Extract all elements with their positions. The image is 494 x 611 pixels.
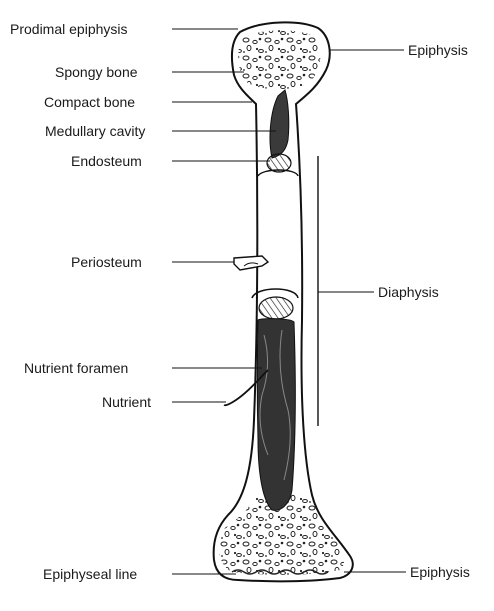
label-spongy-bone: Spongy bone [55, 64, 138, 80]
endosteum-lower [259, 297, 293, 319]
label-periosteum: Periosteum [71, 254, 142, 270]
label-epiphyseal-line: Epiphyseal line [43, 566, 137, 582]
medullary-cavity-lower [257, 319, 295, 511]
label-nutrient: Nutrient [102, 394, 151, 410]
endosteum-disc [267, 154, 291, 172]
label-compact-bone: Compact bone [44, 94, 135, 110]
label-nutrient-foramen: Nutrient foramen [24, 360, 128, 376]
label-medullary-cavity: Medullary cavity [45, 123, 145, 139]
label-diaphysis: Diaphysis [378, 284, 439, 300]
label-endosteum: Endosteum [71, 153, 142, 169]
spongy-bone-top [238, 30, 320, 89]
label-epiphysis-top: Epiphysis [408, 42, 468, 58]
label-prodimal-epiphysis: Prodimal epiphysis [10, 21, 128, 37]
label-epiphysis-bottom: Epiphysis [410, 564, 470, 580]
